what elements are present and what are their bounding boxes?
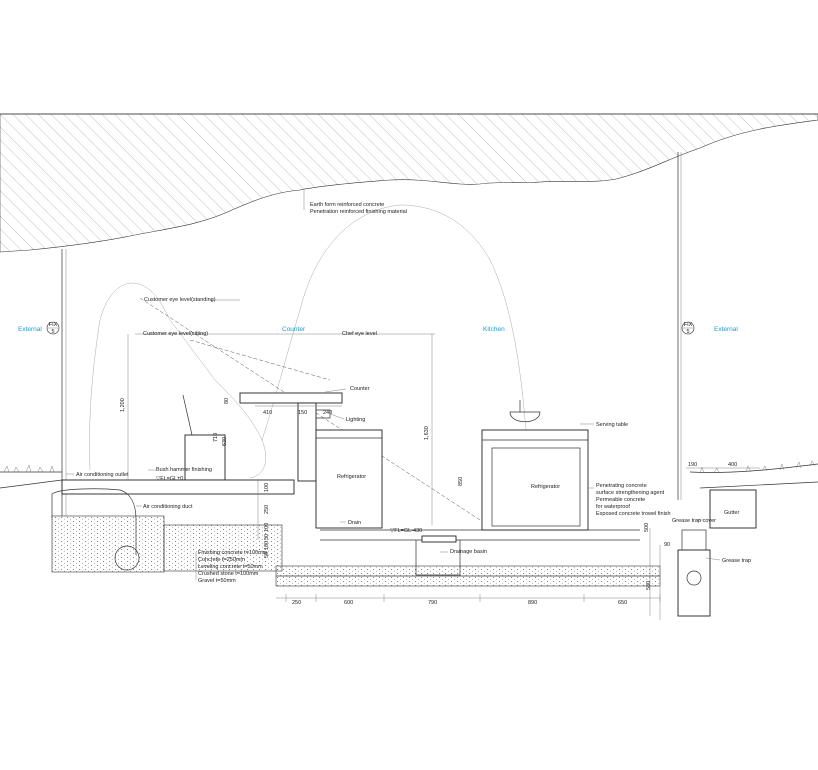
dim-stack: 100 50 100 50 <box>264 523 270 558</box>
floor-layer: Finishing concrete t=100mm <box>198 550 268 556</box>
label-eye-standing: Customer eye level(standing) <box>144 297 216 303</box>
dim-bottom: 890 <box>528 600 537 606</box>
gutter <box>709 489 757 529</box>
grease-trap <box>677 549 711 617</box>
label-fl-gl430: ▽FL=GL-430 <box>390 528 422 534</box>
floor-layer: Crushed stone t=100mm <box>198 571 259 577</box>
zone-counter: Counter <box>282 326 306 333</box>
floor-layer: Leveling concrete t=50mm <box>198 564 263 570</box>
kitchen-floor-note: surface strengthening agent <box>596 490 665 496</box>
section-marker-left: FIX 5 <box>46 321 60 335</box>
dim-1200: 1,200 <box>120 398 126 412</box>
label-grease-trap-cover: Grease trap cover <box>672 518 716 524</box>
label-ac-duct: Air conditioning duct <box>143 504 193 510</box>
dim-100: 100 <box>264 483 270 492</box>
dim-630: 630 <box>222 437 228 446</box>
kitchen-floor-note: Permeable concrete <box>596 497 645 503</box>
label-serving-table: Serving table <box>596 422 628 428</box>
label-ac-outlet: Air conditioning outlet <box>76 472 129 478</box>
sightline-standing <box>139 297 481 521</box>
label-lighting: Lighting <box>346 417 365 423</box>
chef-figure-outline <box>261 204 529 446</box>
svg-text:50: 50 <box>264 534 270 540</box>
counter-dimensions: 410 150 240 <box>263 410 332 416</box>
marker-right-top: FIX <box>684 322 693 328</box>
drainage-basin <box>415 540 461 576</box>
dim-90: 90 <box>664 542 670 548</box>
section-marker-right: FIX 5 <box>681 321 695 335</box>
chair <box>184 434 226 481</box>
sightline-sitting <box>189 339 331 381</box>
zone-kitchen: Kitchen <box>483 326 505 333</box>
grass <box>3 460 816 474</box>
bottom-dimensions: 250 600 790 890 650 <box>292 600 627 606</box>
dim-850: 850 <box>458 477 464 486</box>
marker-left-top: FIX <box>49 322 58 328</box>
svg-text:100: 100 <box>264 523 270 532</box>
lighting-fixture <box>315 409 331 419</box>
dim-400: 400 <box>728 462 737 468</box>
customer-figure-outline <box>89 282 266 479</box>
marker-left-bottom: 5 <box>51 329 54 335</box>
floor-layer-notes: Finishing concrete t=100mm Concrete t=25… <box>198 550 268 584</box>
dim-580: 580 <box>646 581 652 590</box>
label-chef-eye: Chef eye level <box>342 331 377 337</box>
label-drainage-basin: Drainage basin <box>450 549 487 555</box>
dim-bottom: 790 <box>428 600 437 606</box>
kitchen-floor-notes: Penetrating concrete surface strengtheni… <box>596 483 671 517</box>
floor-slab <box>61 479 295 495</box>
ground-left <box>0 471 63 489</box>
floor-layer: Concrete t=250mm <box>198 557 245 563</box>
label-earth-form: Earth form reinforced concrete <box>310 202 384 208</box>
label-grease-trap: Grease trap <box>722 558 751 564</box>
dim-bottom: 600 <box>344 600 353 606</box>
ac-duct-section <box>114 545 140 571</box>
dim-80: 80 <box>224 398 230 404</box>
marker-right-bottom: 5 <box>686 329 689 335</box>
counter-top <box>239 392 343 404</box>
label-fl-gl0: ▽FL=GL±0 <box>156 476 183 482</box>
dim-bottom: 650 <box>618 600 627 606</box>
zone-external-left: External <box>18 326 42 333</box>
floor-layer: Gravel t=50mm <box>198 578 236 584</box>
label-refrigerator-right: Refrigerator <box>531 484 560 490</box>
refrigerator-right <box>481 429 589 531</box>
kitchen-floor-note: Exposed concrete trowel finish <box>596 511 671 517</box>
dim-250: 250 <box>264 505 270 514</box>
dim-counter: 410 <box>263 410 272 416</box>
svg-text:50: 50 <box>264 552 270 558</box>
kitchen-floor-note: for waterproof <box>596 504 630 510</box>
sink <box>509 400 541 423</box>
label-refrigerator-left: Refrigerator <box>337 474 366 480</box>
dim-1630: 1,630 <box>424 426 430 440</box>
dim-500: 500 <box>644 523 650 532</box>
roof-shell <box>0 113 818 253</box>
dim-counter: 150 <box>298 410 307 416</box>
label-gutter: Gutter <box>724 510 739 516</box>
ac-duct <box>51 488 137 555</box>
dim-190: 190 <box>688 462 697 468</box>
svg-text:100: 100 <box>264 541 270 550</box>
label-penetration: Penetration reinforced finishing materia… <box>310 209 407 215</box>
kitchen-floor-note: Penetrating concrete <box>596 483 647 489</box>
label-counter: Counter <box>350 386 370 392</box>
label-eye-sitting: Customer eye level(sitting) <box>143 331 208 337</box>
duct-trench <box>51 515 165 573</box>
dim-710: 710 <box>213 433 219 442</box>
ground-right <box>689 463 818 489</box>
refrigerator-left <box>315 429 383 529</box>
label-bush-hammer: Bush hammer finishing <box>156 467 212 473</box>
label-drain: Drain <box>348 520 361 526</box>
zone-external-right: External <box>714 326 738 333</box>
dim-bottom: 250 <box>292 600 301 606</box>
dim-counter: 240 <box>323 410 332 416</box>
